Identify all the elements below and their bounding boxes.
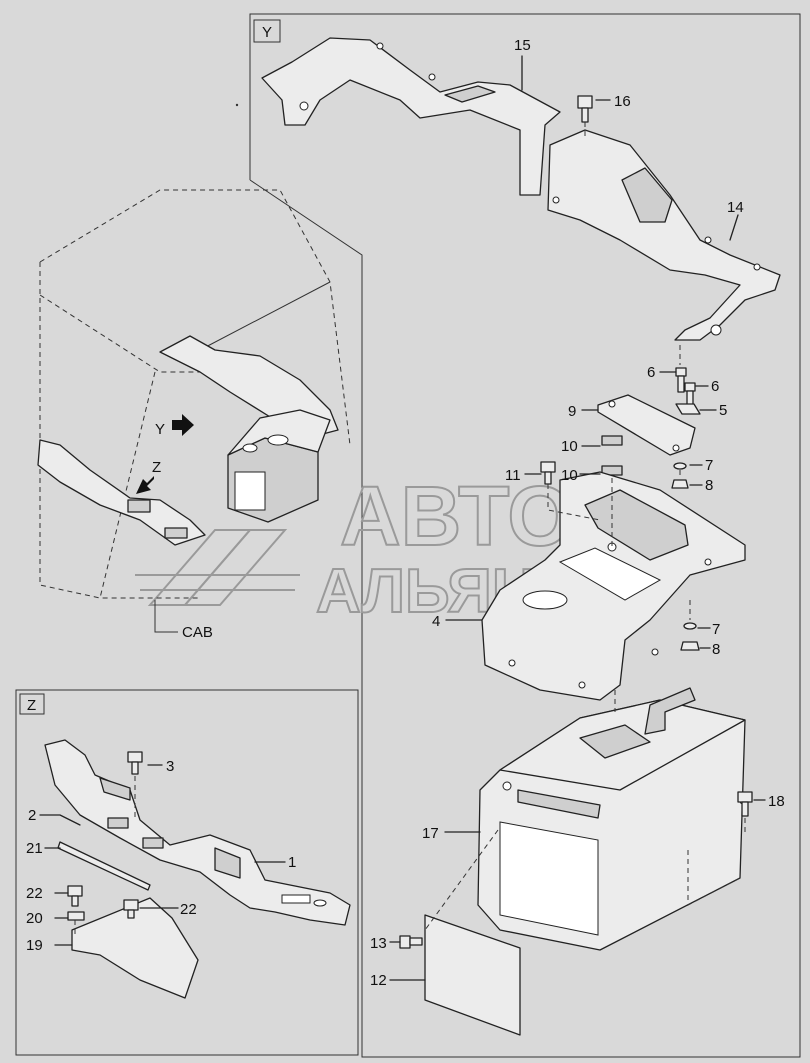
- cab-overview: CAB Y Z: [37, 189, 351, 641]
- cab-label: CAB: [182, 624, 213, 641]
- part-17-lower-box: [477, 687, 747, 951]
- parts-5-6-hardware: [675, 367, 701, 415]
- callout-7a: 7: [705, 457, 713, 474]
- part-9-bracket: [597, 394, 696, 456]
- part-14-console-top: [547, 129, 781, 341]
- bolt-13-icon: [399, 935, 423, 949]
- bolt-22a-icon: [67, 885, 83, 907]
- watermark-line1: АВТО: [340, 469, 573, 563]
- callout-11: 11: [505, 467, 521, 484]
- callout-3: 3: [166, 758, 174, 775]
- callout-10a: 10: [561, 438, 578, 455]
- callout-19: 19: [26, 937, 43, 954]
- part-15-upper-cover: [261, 37, 561, 196]
- callout-21: 21: [26, 840, 43, 857]
- callout-6a: 6: [647, 364, 655, 381]
- bolt-18-icon: [737, 791, 753, 817]
- washer-7b-icon: [683, 622, 697, 630]
- callout-4: 4: [432, 613, 440, 630]
- nut-8b-icon: [680, 641, 700, 651]
- part-21-strip: [57, 841, 151, 891]
- bolt-3-icon: [127, 751, 143, 775]
- callout-22b: 22: [180, 901, 197, 918]
- part-1-lower-cover: [44, 739, 351, 926]
- callout-13: 13: [370, 935, 387, 952]
- callout-10b: 10: [561, 467, 578, 484]
- callout-8b: 8: [712, 641, 720, 658]
- callout-18: 18: [768, 793, 785, 810]
- washer-20-icon: [67, 911, 85, 921]
- callout-16: 16: [614, 93, 631, 110]
- view-y-frame: Y: [249, 13, 801, 1058]
- callout-12: 12: [370, 972, 387, 989]
- bolt-22b-icon: [123, 899, 139, 919]
- callout-9: 9: [568, 403, 576, 420]
- callout-1: 1: [288, 854, 296, 871]
- callout-6b: 6: [711, 378, 719, 395]
- callout-2: 2: [28, 807, 36, 824]
- arrow-down-left-icon: [136, 476, 154, 494]
- part-4-console-body: [481, 471, 746, 701]
- callout-20: 20: [26, 910, 43, 927]
- watermark-logo-icon: [135, 529, 300, 606]
- leader-lines: [39, 55, 766, 981]
- nut-8a-icon: [671, 479, 689, 489]
- callout-7b: 7: [712, 621, 720, 638]
- callout-17: 17: [422, 825, 439, 842]
- arrow-z-label: Z: [152, 459, 161, 476]
- callouts: 15 16 14 6 6 5 9 10 10 11 7 8 4 7 8 17 1…: [26, 37, 785, 989]
- view-z-label: Z: [27, 697, 36, 714]
- washer-7a-icon: [673, 462, 687, 470]
- pad-10a-icon: [601, 435, 623, 446]
- callout-8a: 8: [705, 477, 713, 494]
- callout-5: 5: [719, 402, 727, 419]
- arrow-right-icon: [172, 414, 194, 436]
- part-19-bracket: [71, 897, 199, 999]
- view-z-frame: Z: [15, 689, 359, 1056]
- part-12-cover-plate: [424, 914, 521, 1036]
- bolt-16-icon: [577, 95, 593, 123]
- view-y-label: Y: [262, 24, 272, 41]
- callout-15: 15: [514, 37, 531, 54]
- callout-14: 14: [727, 199, 744, 216]
- arrow-y-label: Y: [155, 421, 165, 438]
- callout-22a: 22: [26, 885, 43, 902]
